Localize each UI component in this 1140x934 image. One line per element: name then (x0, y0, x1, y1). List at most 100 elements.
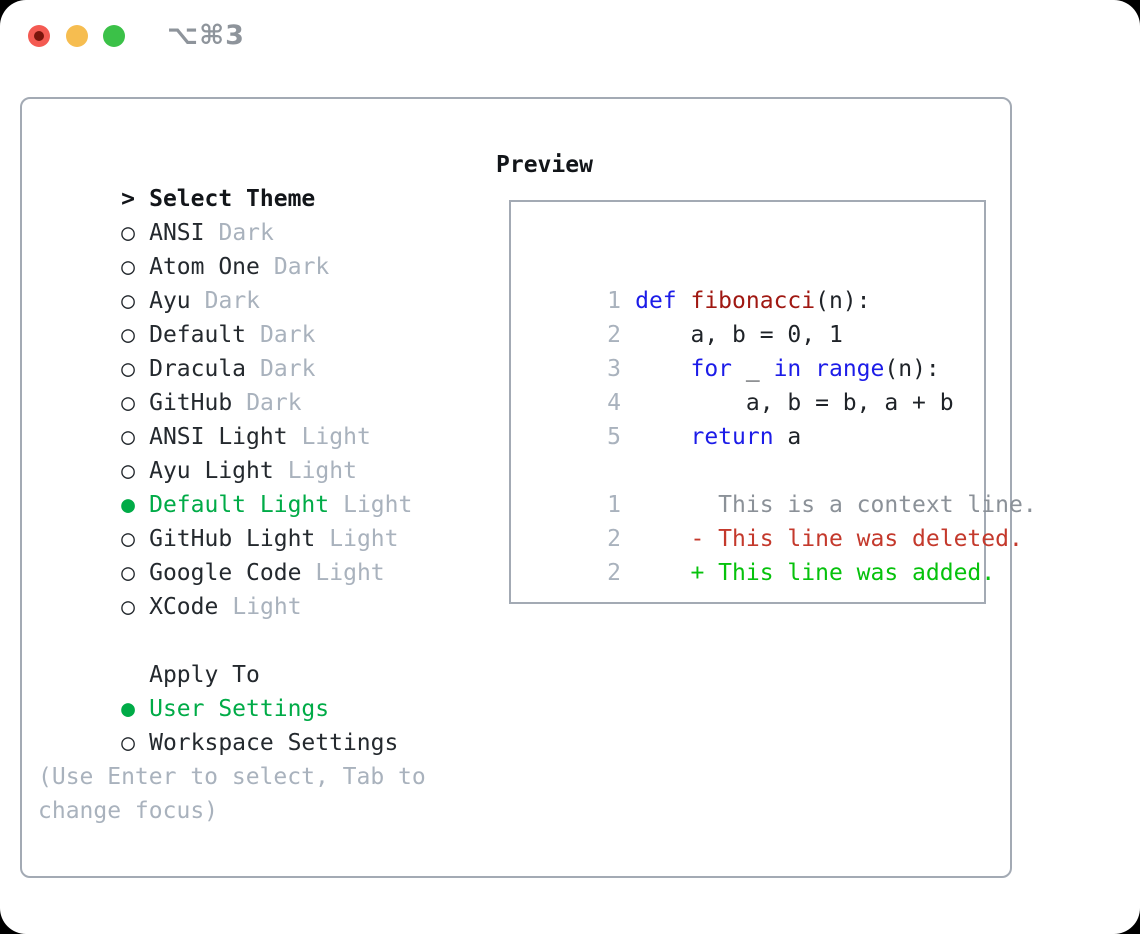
code-segment: in (773, 356, 802, 382)
apply-to-user-settings[interactable]: ● User Settings (38, 658, 398, 722)
theme-variant-tag: Dark (218, 220, 274, 246)
theme-name: Atom One (149, 254, 260, 280)
theme-name: Default (149, 322, 247, 348)
code-line: 3 for _ in range(n): (524, 318, 1037, 382)
theme-option-ansi-dark[interactable]: ○ ANSI Dark (38, 182, 412, 246)
line-number: 1 (607, 492, 621, 518)
theme-name: GitHub (149, 390, 233, 416)
theme-option-atom-one-dark[interactable]: ○ Atom One Dark (38, 216, 412, 280)
radio-selected-icon: ● (121, 696, 135, 722)
theme-variant-tag: Dark (246, 390, 302, 416)
apply-to-heading-label: Apply To (149, 662, 260, 688)
theme-name: Google Code (149, 560, 302, 586)
code-segment (635, 424, 690, 450)
theme-option-github-light[interactable]: ○ GitHub Light Light (38, 488, 412, 552)
theme-name: Ayu (149, 288, 191, 314)
code-segment: a, b = b, a + b (635, 390, 954, 416)
code-segment: return (690, 424, 774, 450)
radio-icon: ○ (121, 220, 135, 246)
theme-name: Dracula (149, 356, 247, 382)
minimize-button[interactable] (66, 25, 88, 47)
theme-option-github-dark[interactable]: ○ GitHub Dark (38, 352, 412, 416)
theme-name: Default Light (149, 492, 330, 518)
code-segment (801, 356, 815, 382)
close-button[interactable] (28, 25, 50, 47)
radio-icon: ○ (121, 560, 135, 586)
apply-to-workspace-settings[interactable]: ○ Workspace Settings (38, 692, 398, 756)
theme-variant-tag: Light (287, 458, 357, 484)
theme-name: XCode (149, 594, 219, 620)
theme-option-default-light-selected[interactable]: ● Default Light Light (38, 454, 412, 518)
code-segment: (n): (884, 356, 940, 382)
code-segment: range (815, 356, 885, 382)
code-segment: fibonacci (690, 288, 816, 314)
code-segment: (n): (815, 288, 871, 314)
radio-icon: ○ (121, 390, 135, 416)
line-number: 3 (607, 356, 621, 382)
line-number: 2 (607, 322, 621, 348)
code-segment: a, b = 0, 1 (635, 322, 843, 348)
theme-option-ayu-light[interactable]: ○ Ayu Light Light (38, 420, 412, 484)
apply-option-label: Workspace Settings (149, 730, 399, 756)
theme-variant-tag: Dark (260, 356, 316, 382)
radio-icon: ○ (121, 424, 135, 450)
radio-icon: ○ (121, 254, 135, 280)
select-theme-heading-label: Select Theme (149, 186, 316, 212)
code-segment: def (635, 288, 691, 314)
record-dot-icon (34, 31, 44, 41)
apply-to-heading: Apply To (38, 624, 398, 688)
theme-option-xcode-light[interactable]: ○ XCode Light (38, 556, 412, 620)
theme-variant-tag: Light (301, 424, 371, 450)
theme-option-default-dark[interactable]: ○ Default Dark (38, 284, 412, 348)
apply-option-label: User Settings (149, 696, 330, 722)
theme-variant-tag: Light (315, 560, 385, 586)
code-line: 5 return a (524, 386, 1037, 450)
theme-name: Ayu Light (149, 458, 274, 484)
preview-pane (509, 200, 986, 604)
theme-variant-tag: Light (329, 526, 399, 552)
theme-option-dracula-dark[interactable]: ○ Dracula Dark (38, 318, 412, 382)
diff-line-added: 2 + This line was added. (524, 522, 1037, 586)
theme-variant-tag: Light (232, 594, 302, 620)
theme-name: ANSI Light (149, 424, 288, 450)
radio-icon: ○ (121, 288, 135, 314)
radio-icon: ○ (121, 356, 135, 382)
radio-icon: ○ (121, 458, 135, 484)
theme-variant-tag: Dark (273, 254, 330, 280)
code-line: 1 def fibonacci(n): (524, 250, 1037, 314)
prompt-icon: > (121, 186, 135, 212)
diff-context-text: This is a context line. (635, 492, 1037, 518)
zoom-button[interactable] (103, 25, 125, 47)
diff-line-context: 1 This is a context line. (524, 454, 1037, 518)
code-segment: _ (732, 356, 774, 382)
radio-icon: ○ (121, 594, 135, 620)
theme-option-ayu-dark[interactable]: ○ Ayu Dark (38, 250, 412, 314)
code-segment (635, 356, 690, 382)
preview-heading: Preview (496, 152, 593, 178)
diff-added-text: + This line was added. (635, 560, 996, 586)
line-number: 2 (607, 560, 621, 586)
line-number: 2 (607, 526, 621, 552)
code-line: 2 a, b = 0, 1 (524, 284, 1037, 348)
line-number: 5 (607, 424, 621, 450)
theme-variant-tag: Dark (260, 322, 316, 348)
diff-deleted-text: - This line was deleted. (635, 526, 1023, 552)
code-segment: for (690, 356, 733, 382)
keyboard-shortcut-label: ⌥⌘3 (167, 20, 245, 51)
radio-icon: ○ (121, 526, 135, 552)
line-number: 1 (607, 288, 621, 314)
theme-variant-tag: Light (343, 492, 413, 518)
diff-line-deleted: 2 - This line was deleted. (524, 488, 1037, 552)
theme-name: GitHub Light (149, 526, 316, 552)
theme-option-google-code-light[interactable]: ○ Google Code Light (38, 522, 412, 586)
radio-icon: ○ (121, 730, 135, 756)
theme-option-ansi-light[interactable]: ○ ANSI Light Light (38, 386, 412, 450)
radio-selected-icon: ● (121, 492, 135, 518)
line-number: 4 (607, 390, 621, 416)
theme-name: ANSI (149, 220, 205, 246)
code-line: 4 a, b = b, a + b (524, 352, 1037, 416)
code-segment: a (773, 424, 802, 450)
